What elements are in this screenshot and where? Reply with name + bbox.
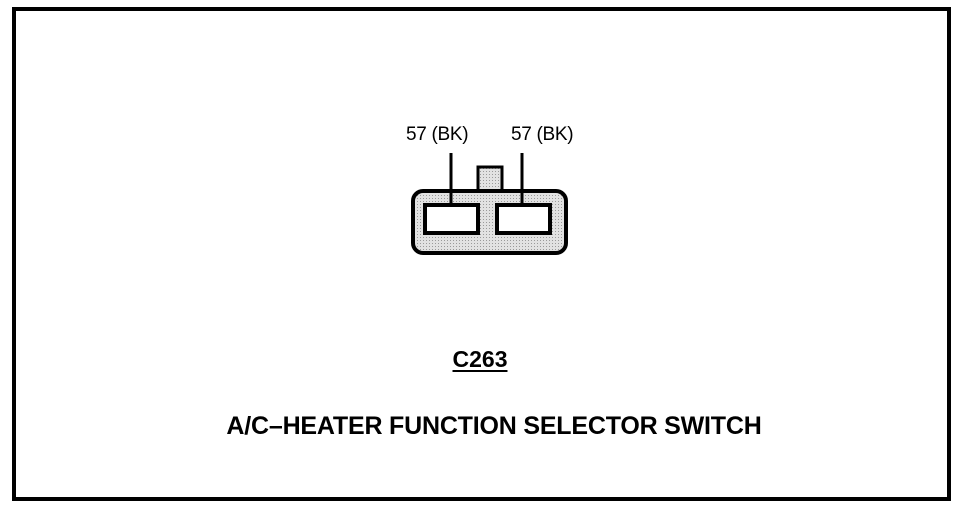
terminal-cavity-1: [423, 203, 480, 235]
diagram-border: [12, 7, 951, 501]
connector-id: C263: [452, 346, 508, 372]
component-name: A/C–HEATER FUNCTION SELECTOR SWITCH: [226, 412, 762, 440]
connector-lock-tab: [476, 165, 504, 194]
wire-label-2: 57 (BK): [511, 124, 574, 145]
wire-label-1: 57 (BK): [406, 124, 469, 145]
terminal-cavity-2: [495, 203, 552, 235]
